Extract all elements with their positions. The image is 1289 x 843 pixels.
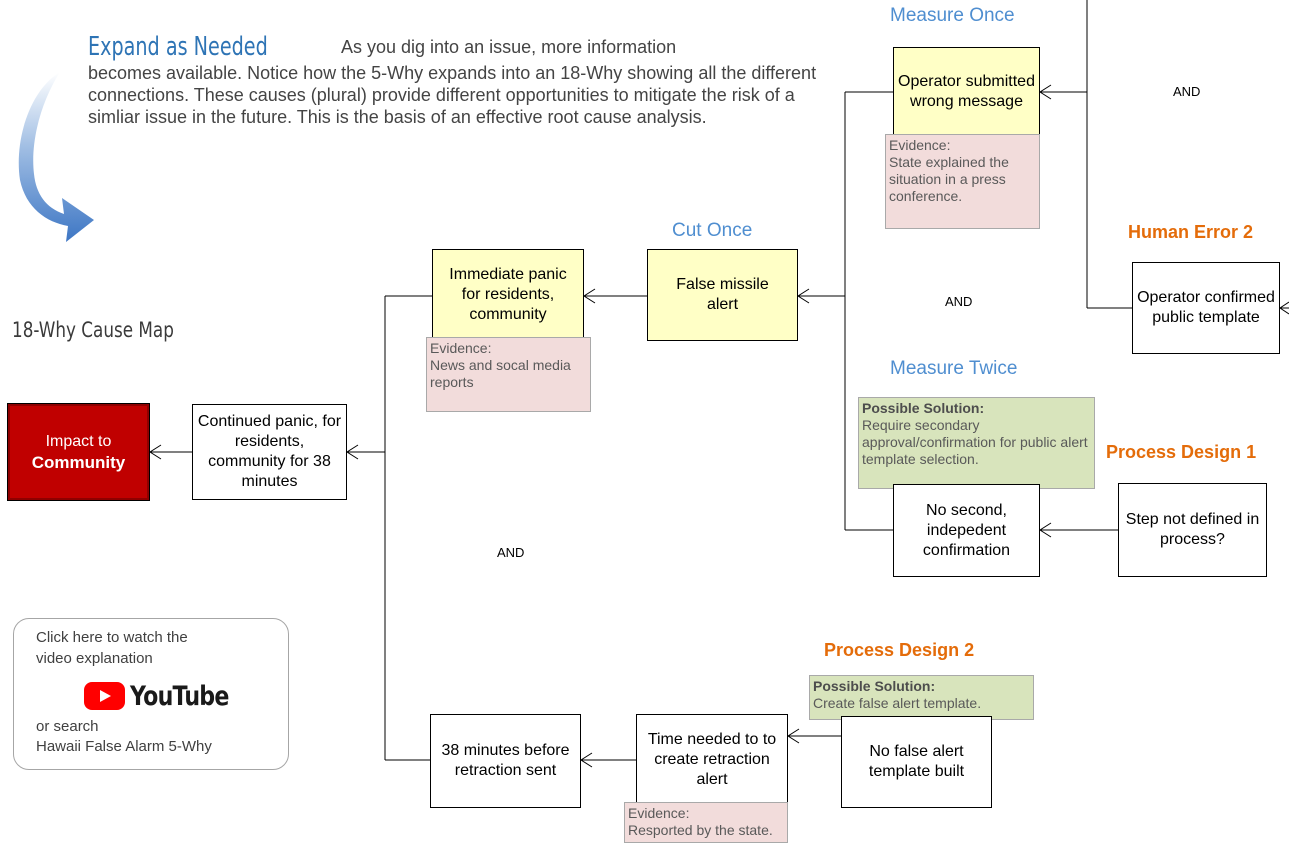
label-measure-twice: Measure Twice [890, 358, 1018, 379]
no-second-text: No second, indepedent confirmation [922, 501, 1011, 559]
continued-panic-text: Continued panic, for residents, communit… [197, 413, 342, 490]
label-cut-once: Cut Once [672, 220, 753, 241]
intro-heading: Expand as Needed [88, 32, 268, 62]
impact-line1: Impact to [45, 433, 112, 450]
evidence-immediate-panic-text: News and socal media reports [430, 357, 571, 390]
intro-body: becomes available. Notice how the 5-Why … [88, 63, 817, 127]
solution-process-design-2-text: Create false alert template. [813, 695, 982, 711]
operator-confirmed-text: Operator confirmed public template [1137, 289, 1275, 326]
video-line1: Click here to watch the [36, 629, 188, 646]
node-38-minutes-retraction[interactable]: 38 minutes before retraction sent [430, 714, 581, 808]
node-no-second-confirmation[interactable]: No second, indepedent confirmation [893, 484, 1040, 577]
evidence-operator-wrong-text: State explained the situation in a press… [889, 154, 1009, 204]
node-time-needed-retraction[interactable]: Time needed to to create retraction aler… [636, 714, 788, 806]
youtube-logo[interactable]: YouTube [84, 679, 250, 713]
node-step-not-defined[interactable]: Step not defined in process? [1118, 483, 1267, 577]
and-label-left: AND [497, 545, 525, 560]
solution-process-design-2: Possible Solution: Create false alert te… [809, 675, 1034, 720]
cause-map-title: 18-Why Cause Map [12, 318, 174, 342]
and-label-middle: AND [945, 294, 973, 309]
evidence-heading: Evidence: [628, 805, 690, 821]
no-false-template-text: No false alert template built [868, 743, 965, 780]
evidence-operator-wrong: Evidence: State explained the situation … [885, 134, 1040, 229]
step-not-defined-text: Step not defined in process? [1125, 511, 1260, 548]
label-process-design-1: Process Design 1 [1106, 442, 1257, 462]
evidence-heading: Evidence: [889, 137, 951, 153]
solution-measure-twice-text: Require secondary approval/confirmation … [862, 417, 1088, 467]
evidence-time-needed: Evidence: Resported by the state. [624, 802, 788, 843]
time-needed-text: Time needed to to create retraction aler… [647, 731, 777, 788]
node-operator-wrong-message[interactable]: Operator submitted wrong message [893, 47, 1040, 136]
youtube-play-icon [84, 682, 125, 710]
node-immediate-panic[interactable]: Immediate panic for residents, community [432, 249, 584, 341]
video-explanation-card[interactable]: Click here to watch the video explanatio… [13, 618, 289, 770]
node-no-false-alert-template[interactable]: No false alert template built [841, 716, 992, 808]
false-alert-text: False missile alert [676, 276, 769, 313]
and-label-right: AND [1173, 84, 1201, 99]
video-line4: Hawaii False Alarm 5-Why [36, 738, 212, 755]
node-operator-confirmed-template[interactable]: Operator confirmed public template [1132, 262, 1280, 354]
youtube-wordmark: YouTube [130, 680, 229, 712]
node-false-missile-alert[interactable]: False missile alert [647, 249, 798, 341]
operator-wrong-text: Operator submitted wrong message [898, 72, 1035, 110]
evidence-immediate-panic: Evidence: News and socal media reports [426, 337, 591, 412]
label-human-error-2: Human Error 2 [1128, 222, 1254, 242]
node-continued-panic[interactable]: Continued panic, for residents, communit… [192, 404, 347, 500]
intro-first-line: As you dig into an issue, more informati… [341, 37, 677, 57]
solution-heading: Possible Solution: [862, 400, 985, 416]
curved-arrow-icon [18, 72, 94, 242]
minutes-retraction-text: 38 minutes before retraction sent [441, 742, 570, 779]
solution-heading: Possible Solution: [813, 678, 936, 694]
evidence-time-needed-text: Resported by the state. [628, 822, 773, 838]
node-impact-to-community[interactable]: Impact to Community [7, 403, 150, 501]
label-measure-once: Measure Once [890, 5, 1015, 26]
label-process-design-2: Process Design 2 [824, 640, 975, 660]
evidence-heading: Evidence: [430, 340, 492, 356]
video-line3: or search [36, 718, 99, 735]
video-line2: video explanation [36, 650, 153, 667]
impact-line2: Community [31, 453, 126, 472]
solution-measure-twice: Possible Solution: Require secondary app… [858, 397, 1095, 489]
immediate-panic-text: Immediate panic for residents, community [449, 266, 567, 323]
